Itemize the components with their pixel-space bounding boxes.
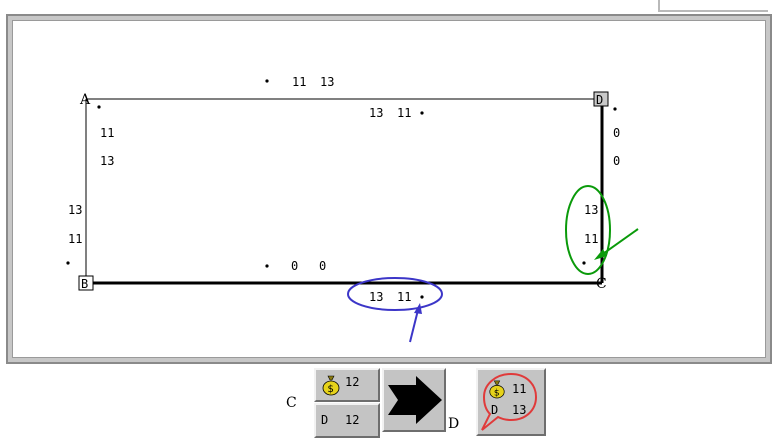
game-board-panel [6, 14, 772, 364]
money-bag-icon: $ [322, 375, 340, 396]
fast-forward-icon [388, 376, 442, 424]
weight-label: 11 [584, 232, 598, 246]
blue-arrow-head [414, 303, 422, 314]
green-arrow-shaft [599, 228, 639, 257]
vertex-d-box[interactable] [593, 91, 609, 107]
arrow-side-label: D [448, 416, 460, 432]
speech-bubble-icon [481, 372, 538, 431]
dot-marker [613, 107, 617, 111]
weight-label: 13 [584, 203, 598, 217]
top-tab-edge [658, 0, 768, 12]
next-arrow-button[interactable] [382, 368, 446, 432]
coin-top-button[interactable]: $ 12 [314, 368, 380, 402]
weight-label: 0 [291, 259, 298, 273]
control-left-label: C [286, 395, 297, 411]
weight-label: 0 [613, 126, 620, 140]
dot-marker [582, 261, 586, 265]
bubble-value: 11 [512, 382, 527, 396]
dot-marker [265, 79, 269, 83]
vertex-d-label: D [596, 93, 603, 107]
weight-label: 11 [68, 232, 82, 246]
coin-bottom-letter: D [321, 413, 329, 427]
weight-label: 13 [100, 154, 114, 168]
vertex-b-box[interactable] [78, 275, 94, 291]
weight-label: 11 [292, 75, 306, 89]
svg-text:$: $ [494, 388, 500, 398]
dot-marker [265, 264, 269, 268]
bubble-letter: D [491, 403, 499, 417]
vertex-c-label[interactable]: C [596, 276, 607, 292]
bubble-value-2: 13 [512, 403, 527, 417]
weight-label: 11 [397, 106, 411, 120]
speech-bubble-button[interactable]: $ 11 D 13 [476, 368, 546, 436]
weight-label: 13 [369, 106, 383, 120]
weight-label: 13 [68, 203, 82, 217]
dot-marker [420, 295, 424, 299]
vertex-b-label: B [81, 277, 88, 291]
blue-arrow-shaft [409, 309, 419, 343]
weight-label: 13 [369, 290, 383, 304]
green-highlight-ellipse [565, 185, 611, 275]
coin-bottom-button[interactable]: D 12 [314, 403, 380, 438]
dot-marker [97, 105, 101, 109]
blue-highlight-ellipse [347, 277, 443, 311]
weight-label: 11 [397, 290, 411, 304]
weight-label: 0 [319, 259, 326, 273]
svg-text:$: $ [328, 384, 334, 395]
coin-bottom-value: 12 [345, 413, 360, 427]
weight-label: 11 [100, 126, 114, 140]
weight-label: 13 [320, 75, 334, 89]
coin-top-value: 12 [345, 375, 360, 389]
dot-marker [420, 111, 424, 115]
dot-marker [66, 261, 70, 265]
green-arrow-head [594, 249, 607, 260]
graph-canvas [12, 20, 766, 358]
weight-label: 0 [613, 154, 620, 168]
vertex-a-label[interactable]: A [79, 92, 91, 108]
money-bag-icon: $ [489, 380, 505, 399]
